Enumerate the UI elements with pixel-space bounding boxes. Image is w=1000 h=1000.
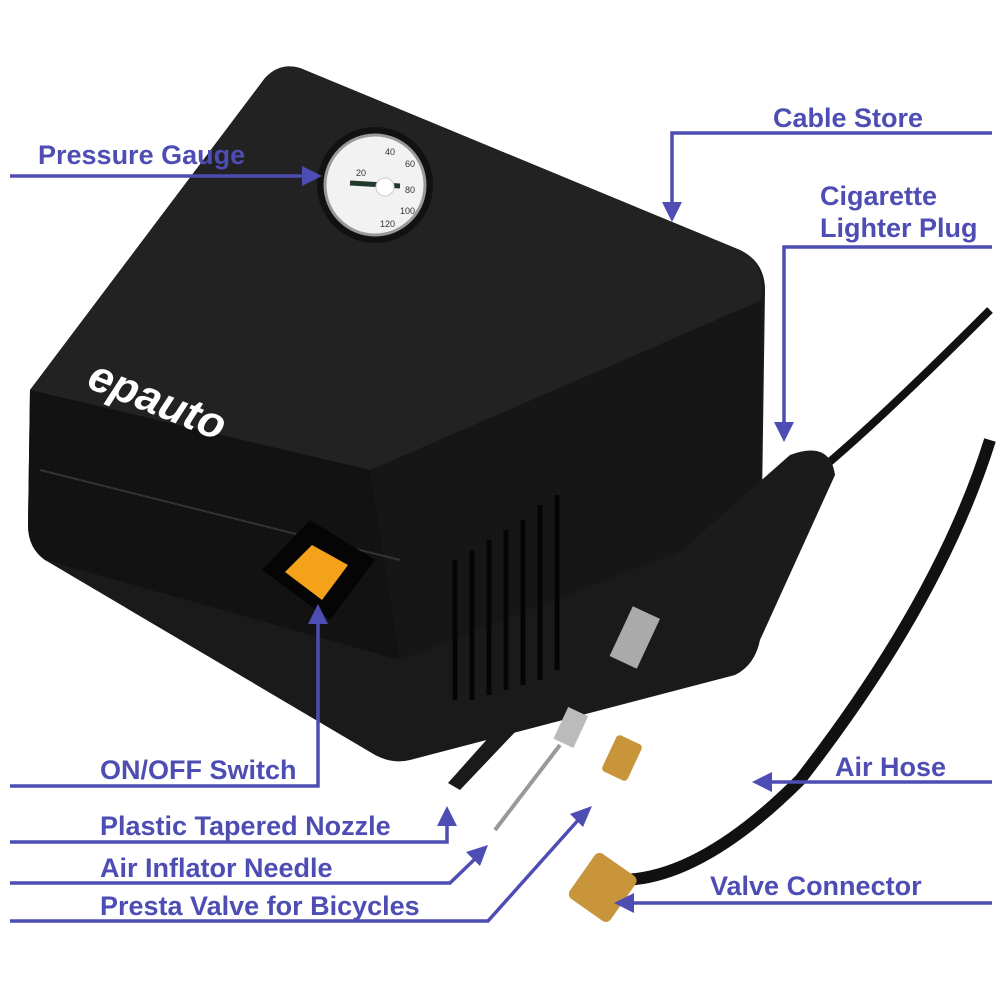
label-pressure-gauge: Pressure Gauge bbox=[38, 140, 245, 170]
gauge-tick: 60 bbox=[405, 159, 415, 169]
pressure-gauge: 20 40 60 80 100 120 bbox=[317, 127, 433, 243]
label-plastic-nozzle: Plastic Tapered Nozzle bbox=[100, 811, 391, 841]
gauge-tick: 80 bbox=[405, 185, 415, 195]
label-cigarette-line1: Cigarette bbox=[820, 181, 937, 211]
annotation-lines bbox=[10, 131, 992, 923]
presta-adapter bbox=[602, 735, 642, 781]
label-cable-store: Cable Store bbox=[773, 103, 923, 133]
label-valve-connector: Valve Connector bbox=[710, 871, 922, 901]
inflator-needle bbox=[493, 706, 589, 832]
label-on-off-switch: ON/OFF Switch bbox=[100, 755, 297, 785]
label-presta-valve: Presta Valve for Bicycles bbox=[100, 891, 420, 921]
plastic-nozzle bbox=[448, 680, 555, 790]
valve-connector bbox=[568, 852, 637, 922]
gauge-tick: 40 bbox=[385, 147, 395, 157]
label-inflator-needle: Air Inflator Needle bbox=[100, 853, 333, 883]
label-cigarette-line2: Lighter Plug bbox=[820, 213, 978, 243]
gauge-tick: 100 bbox=[400, 206, 415, 216]
gauge-tick: 20 bbox=[356, 168, 366, 178]
on-off-switch bbox=[262, 520, 375, 620]
label-air-hose: Air Hose bbox=[835, 752, 946, 782]
gauge-tick: 120 bbox=[380, 219, 395, 229]
cigarette-plug bbox=[609, 450, 835, 669]
